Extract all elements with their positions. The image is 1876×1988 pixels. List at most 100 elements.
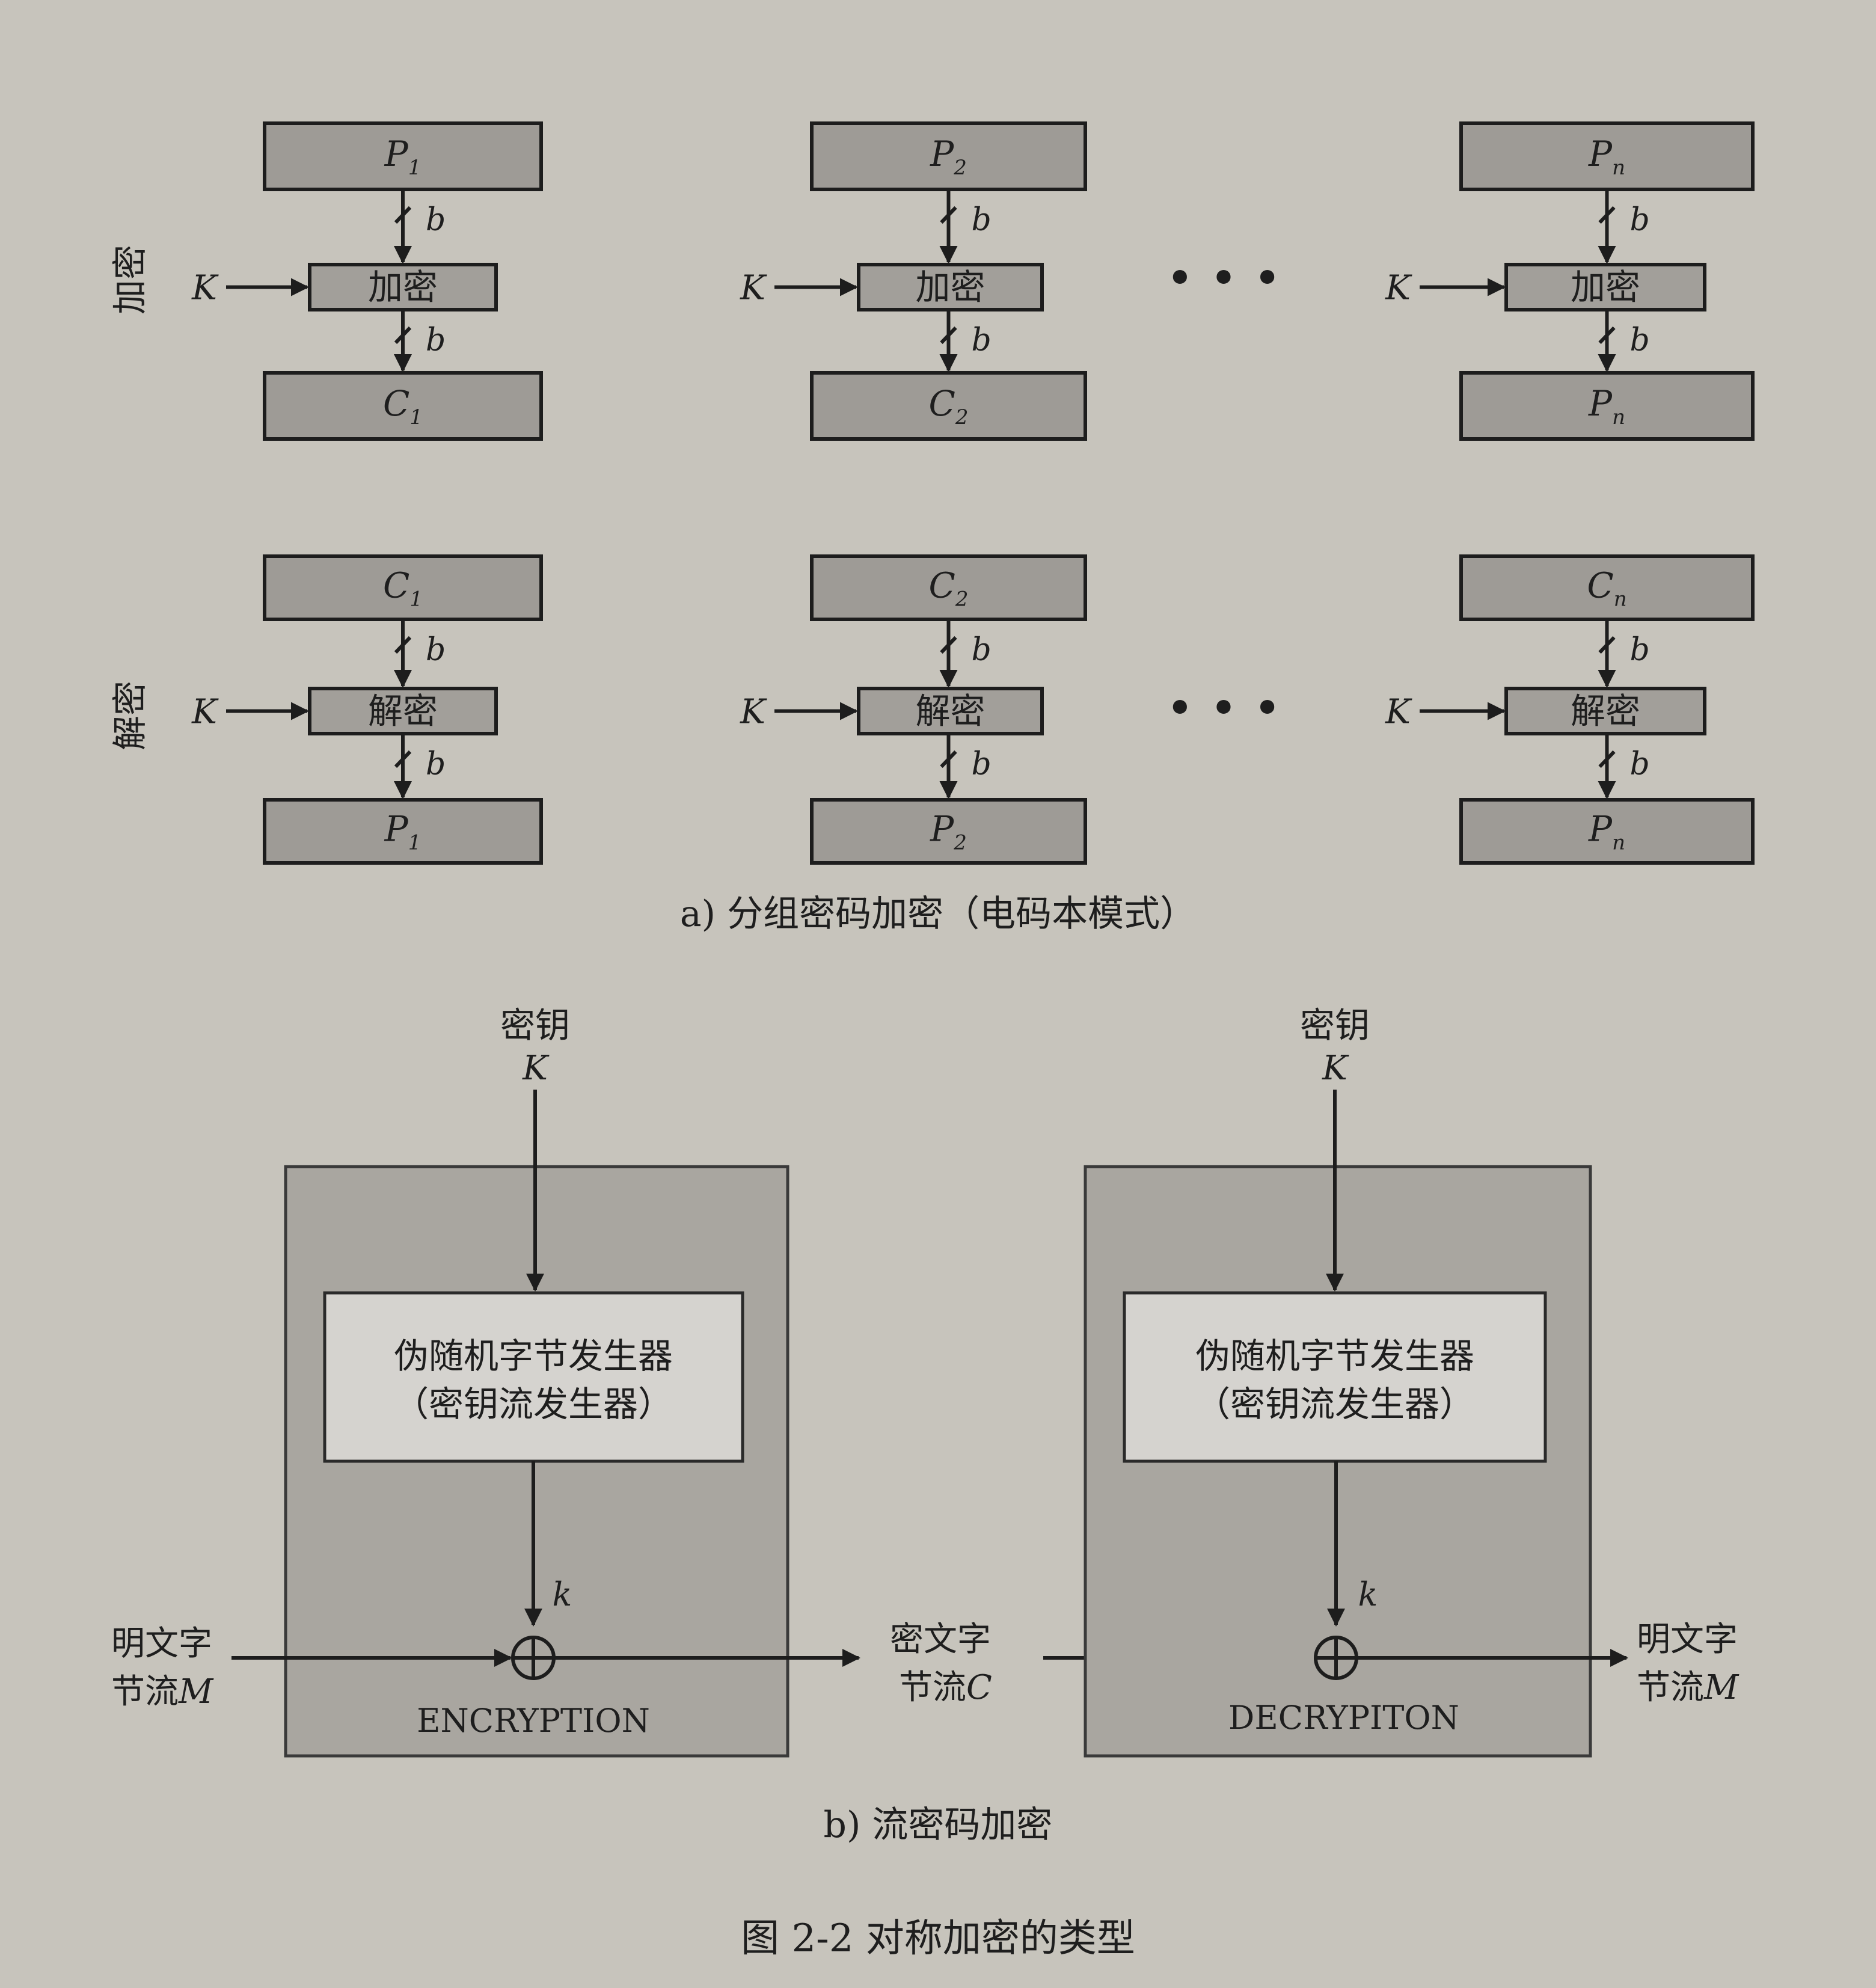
figure-caption: 图 2-2 对称加密的类型 — [741, 1916, 1135, 1961]
generator-line2-decrypt: （密钥流发生器） — [1195, 1384, 1474, 1425]
block-decrypt-input-label-2: C2 — [928, 565, 968, 612]
keystream-symbol-decrypt: k — [1358, 1575, 1378, 1613]
block-decrypt-bus-mark-out-1 — [394, 750, 412, 769]
block-decrypt-output-3 — [1459, 798, 1755, 865]
block-encrypt-op-label-1: 加密 — [368, 267, 438, 308]
block-encrypt-bus-mark-in-3 — [1598, 206, 1616, 224]
block-encrypt-bits-out-1: b — [426, 322, 446, 358]
block-encrypt-bits-out-2: b — [972, 322, 992, 358]
ellipsis-decrypt: • • • — [1166, 680, 1281, 736]
keystream-generator-decrypt — [1123, 1291, 1547, 1463]
block-decrypt-input-label-3: Cn — [1587, 565, 1626, 612]
generator-line2-encrypt: （密钥流发生器） — [394, 1384, 673, 1425]
key-symbol-encrypt: K — [522, 1049, 550, 1088]
block-encrypt-bus-mark-out-3 — [1598, 326, 1616, 345]
block-decrypt-op-1 — [308, 687, 498, 735]
block-encrypt-input-2 — [810, 121, 1087, 191]
block-decrypt-bits-out-2: b — [972, 746, 992, 782]
block-decrypt-output-label-3: Pn — [1588, 809, 1625, 855]
block-encrypt-output-label-1: C1 — [383, 383, 423, 429]
block-decrypt-output-2 — [810, 798, 1087, 865]
stream-cipher-section: 伪随机字节发生器 （密钥流发生器） 密钥 K k ENCRYPTION 明文字 … — [111, 1005, 1740, 1846]
generator-line1-decrypt: 伪随机字节发生器 — [1195, 1336, 1474, 1376]
block-encrypt-bus-mark-in-2 — [940, 206, 957, 224]
row-label-encrypt: 加密 — [109, 245, 150, 314]
generator-line1-encrypt: 伪随机字节发生器 — [394, 1336, 673, 1376]
block-encrypt-input-label-2: P2 — [930, 133, 967, 180]
block-decrypt-input-2 — [810, 554, 1087, 621]
block-encrypt-input-1 — [263, 121, 543, 191]
block-decrypt-input-1 — [263, 554, 543, 621]
panel-label-decryption: DECRYPITON — [1228, 1699, 1459, 1737]
block-encrypt-input-label-1: P1 — [384, 133, 421, 180]
block-encrypt-output-2 — [810, 371, 1087, 441]
ciphertext-line1: 密文字 — [890, 1620, 991, 1659]
block-encrypt-op-2 — [857, 263, 1044, 311]
ciphertext-line2: 节流C — [899, 1668, 992, 1707]
block-decrypt-bus-mark-out-2 — [940, 750, 957, 769]
plaintext-output-line1: 明文字 — [1637, 1620, 1738, 1659]
caption-block-cipher: a) 分组密码加密（电码本模式） — [680, 893, 1196, 935]
keystream-generator-encrypt — [323, 1291, 744, 1463]
keystream-symbol-encrypt: k — [553, 1575, 572, 1613]
block-decrypt-bus-mark-in-3 — [1598, 636, 1616, 654]
xor-operator-encrypt — [511, 1636, 556, 1680]
block-encrypt-key-3: K — [1385, 269, 1412, 308]
block-encrypt-op-3 — [1504, 263, 1706, 311]
block-encrypt-op-1 — [308, 263, 498, 311]
caption-stream-cipher: b) 流密码加密 — [824, 1804, 1053, 1846]
block-encrypt-op-label-2: 加密 — [915, 267, 985, 308]
block-encrypt-input-label-3: Pn — [1588, 133, 1625, 180]
block-encrypt-output-3 — [1459, 371, 1755, 441]
block-encrypt-bits-in-1: b — [426, 202, 446, 238]
block-encrypt-output-1 — [263, 371, 543, 441]
plaintext-input-line2: 节流M — [111, 1672, 214, 1711]
xor-operator-decrypt — [1314, 1636, 1358, 1680]
block-encrypt-key-1: K — [191, 269, 219, 308]
block-encrypt-bits-out-3: b — [1630, 322, 1650, 358]
block-encrypt-input-3 — [1459, 121, 1755, 191]
block-decrypt-op-label-2: 解密 — [915, 691, 985, 732]
block-decrypt-bits-in-2: b — [972, 632, 992, 668]
block-decrypt-bits-in-3: b — [1630, 632, 1650, 668]
block-encrypt-bus-mark-in-1 — [394, 206, 412, 224]
block-decrypt-key-1: K — [191, 693, 219, 732]
block-decrypt-output-1 — [263, 798, 543, 865]
block-decrypt-bus-mark-out-3 — [1598, 750, 1616, 769]
block-decrypt-op-label-1: 解密 — [368, 691, 438, 732]
block-encrypt-bus-mark-out-1 — [394, 326, 412, 345]
key-label-decrypt: 密钥 — [1300, 1005, 1370, 1046]
ellipsis-encrypt: • • • — [1166, 250, 1281, 306]
block-decrypt-bits-in-1: b — [426, 632, 446, 668]
block-decrypt-op-3 — [1504, 687, 1706, 735]
plaintext-output-line2: 节流M — [1637, 1668, 1740, 1707]
key-label-encrypt: 密钥 — [500, 1005, 570, 1046]
block-encrypt-key-2: K — [740, 269, 767, 308]
block-decrypt-output-label-2: P2 — [930, 809, 967, 855]
block-decrypt-op-label-3: 解密 — [1571, 691, 1640, 732]
block-decrypt-bits-out-1: b — [426, 746, 446, 782]
block-encrypt-output-label-2: C2 — [928, 383, 968, 429]
panel-label-encryption: ENCRYPTION — [417, 1702, 650, 1740]
block-cipher-section: 加密 解密 P1b加密KbC1P2b加密KbC2Pnb加密KbPnC1b解密Kb… — [109, 121, 1755, 935]
block-decrypt-bus-mark-in-2 — [940, 636, 957, 654]
block-decrypt-output-label-1: P1 — [384, 809, 421, 855]
block-encrypt-op-label-3: 加密 — [1571, 267, 1640, 308]
block-decrypt-bits-out-3: b — [1630, 746, 1650, 782]
block-decrypt-op-2 — [857, 687, 1044, 735]
block-decrypt-key-3: K — [1385, 693, 1412, 732]
block-decrypt-input-label-1: C1 — [383, 565, 423, 612]
key-symbol-decrypt: K — [1322, 1049, 1349, 1088]
block-encrypt-output-label-3: Pn — [1588, 383, 1625, 429]
plaintext-input-line1: 明文字 — [111, 1624, 212, 1663]
block-decrypt-key-2: K — [740, 693, 767, 732]
block-encrypt-bus-mark-out-2 — [940, 326, 957, 345]
block-decrypt-bus-mark-in-1 — [394, 636, 412, 654]
